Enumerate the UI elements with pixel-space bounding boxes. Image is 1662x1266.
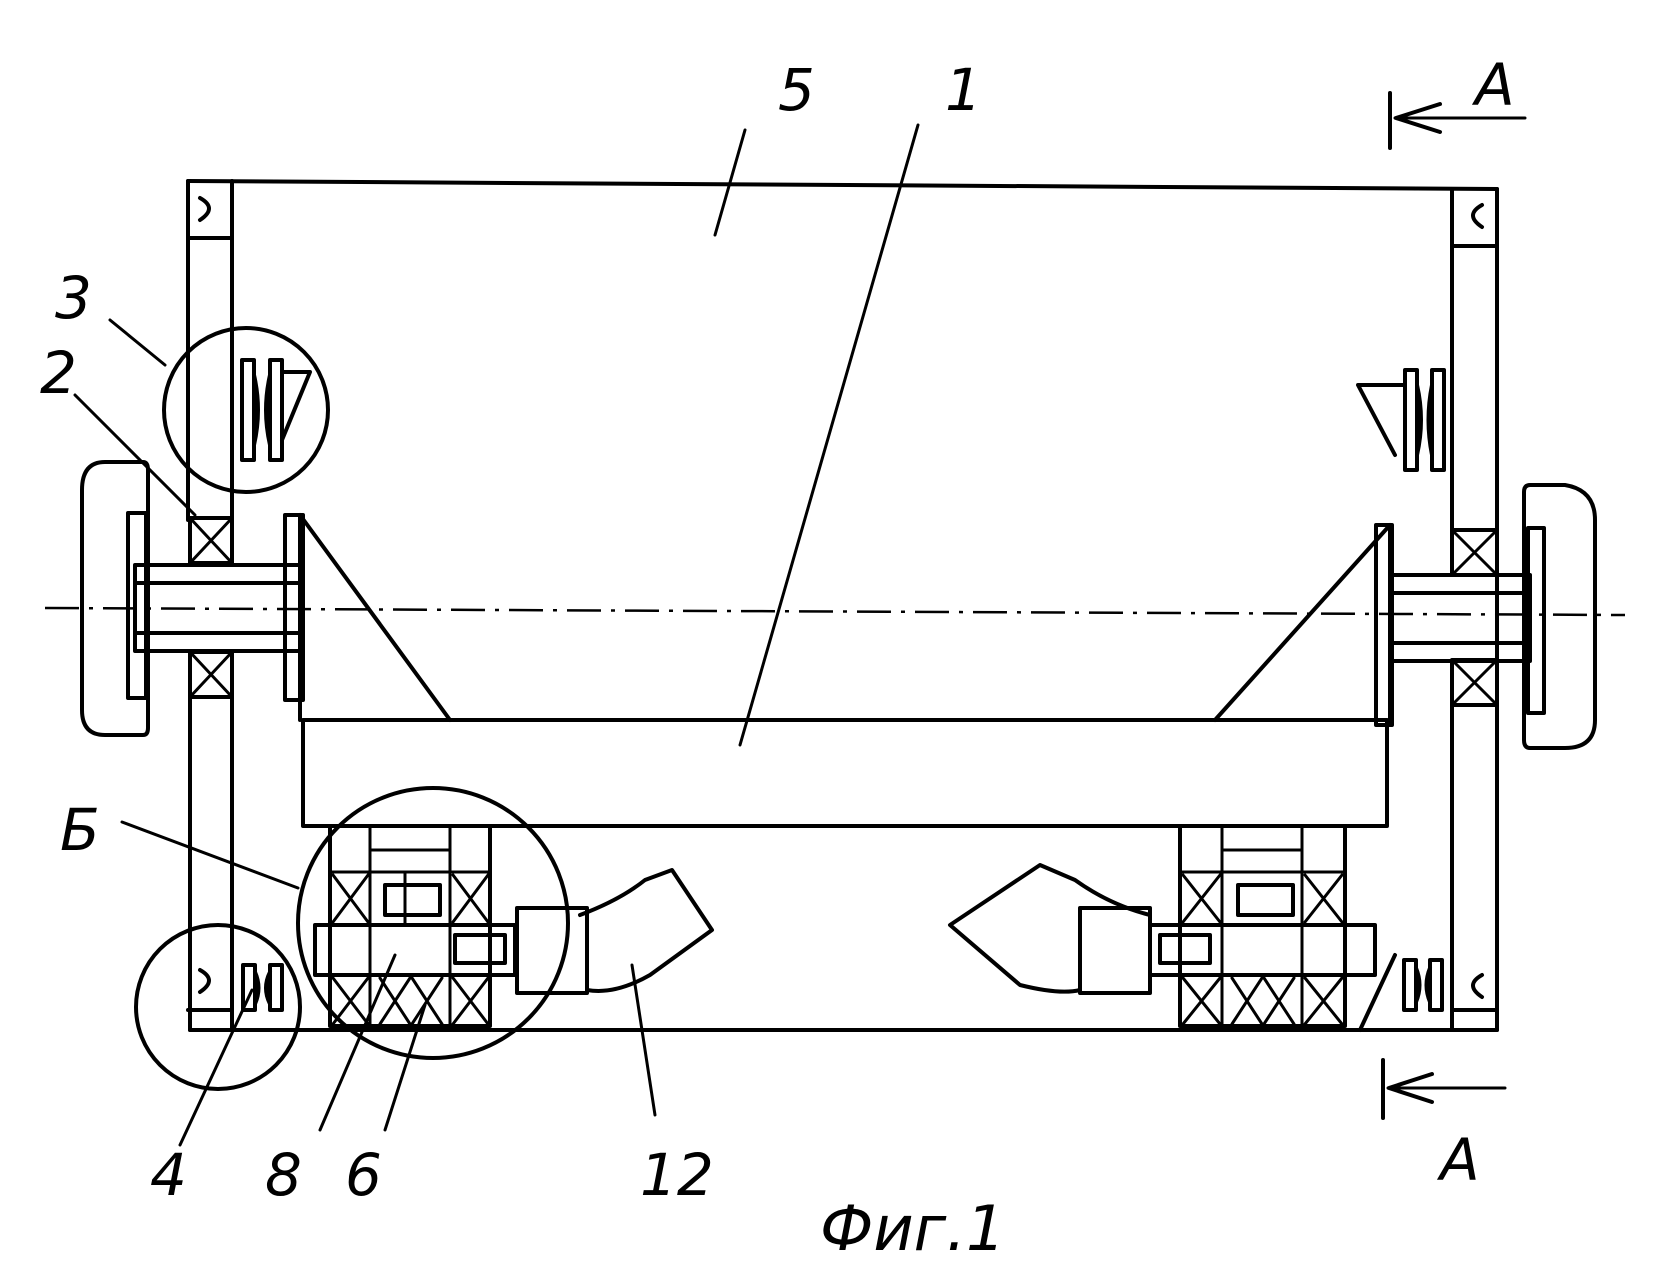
label-8: 8 [265, 1141, 302, 1209]
right-wheel [1524, 485, 1595, 748]
label-1: 1 [945, 56, 982, 124]
roller-right-upper [1358, 370, 1444, 470]
motor-left [517, 908, 587, 993]
roller-3 [242, 360, 310, 460]
label-b: Б [60, 796, 100, 864]
section-marker-bottom [1383, 1060, 1505, 1118]
shaft-8 [315, 925, 515, 975]
drive-assembly-left [315, 826, 712, 1026]
label-2: 2 [40, 339, 77, 407]
label-6: 6 [345, 1141, 382, 1209]
label-section-top: А [1471, 51, 1515, 119]
label-5: 5 [778, 56, 815, 124]
corner-roller-top-left [200, 198, 209, 220]
left-wheel [82, 462, 148, 735]
carriage-1 [300, 515, 1390, 826]
corner-roller-top-right [1473, 205, 1482, 227]
label-section-bottom: А [1436, 1126, 1480, 1194]
label-4: 4 [150, 1141, 187, 1209]
nozzle-right [950, 865, 1150, 992]
label-12: 12 [640, 1141, 714, 1209]
motor-right [1080, 908, 1150, 993]
nozzle-12 [580, 870, 712, 991]
drive-assembly-right [950, 826, 1395, 1030]
roller-4 [243, 965, 282, 1010]
figure-caption: Фиг.1 [820, 1192, 1005, 1265]
corner-roller-bottom-left [200, 970, 209, 992]
roller-right-lower [1404, 960, 1442, 1010]
left-axle [128, 513, 303, 700]
label-3: 3 [55, 264, 92, 332]
corner-roller-bottom-right [1473, 975, 1482, 997]
